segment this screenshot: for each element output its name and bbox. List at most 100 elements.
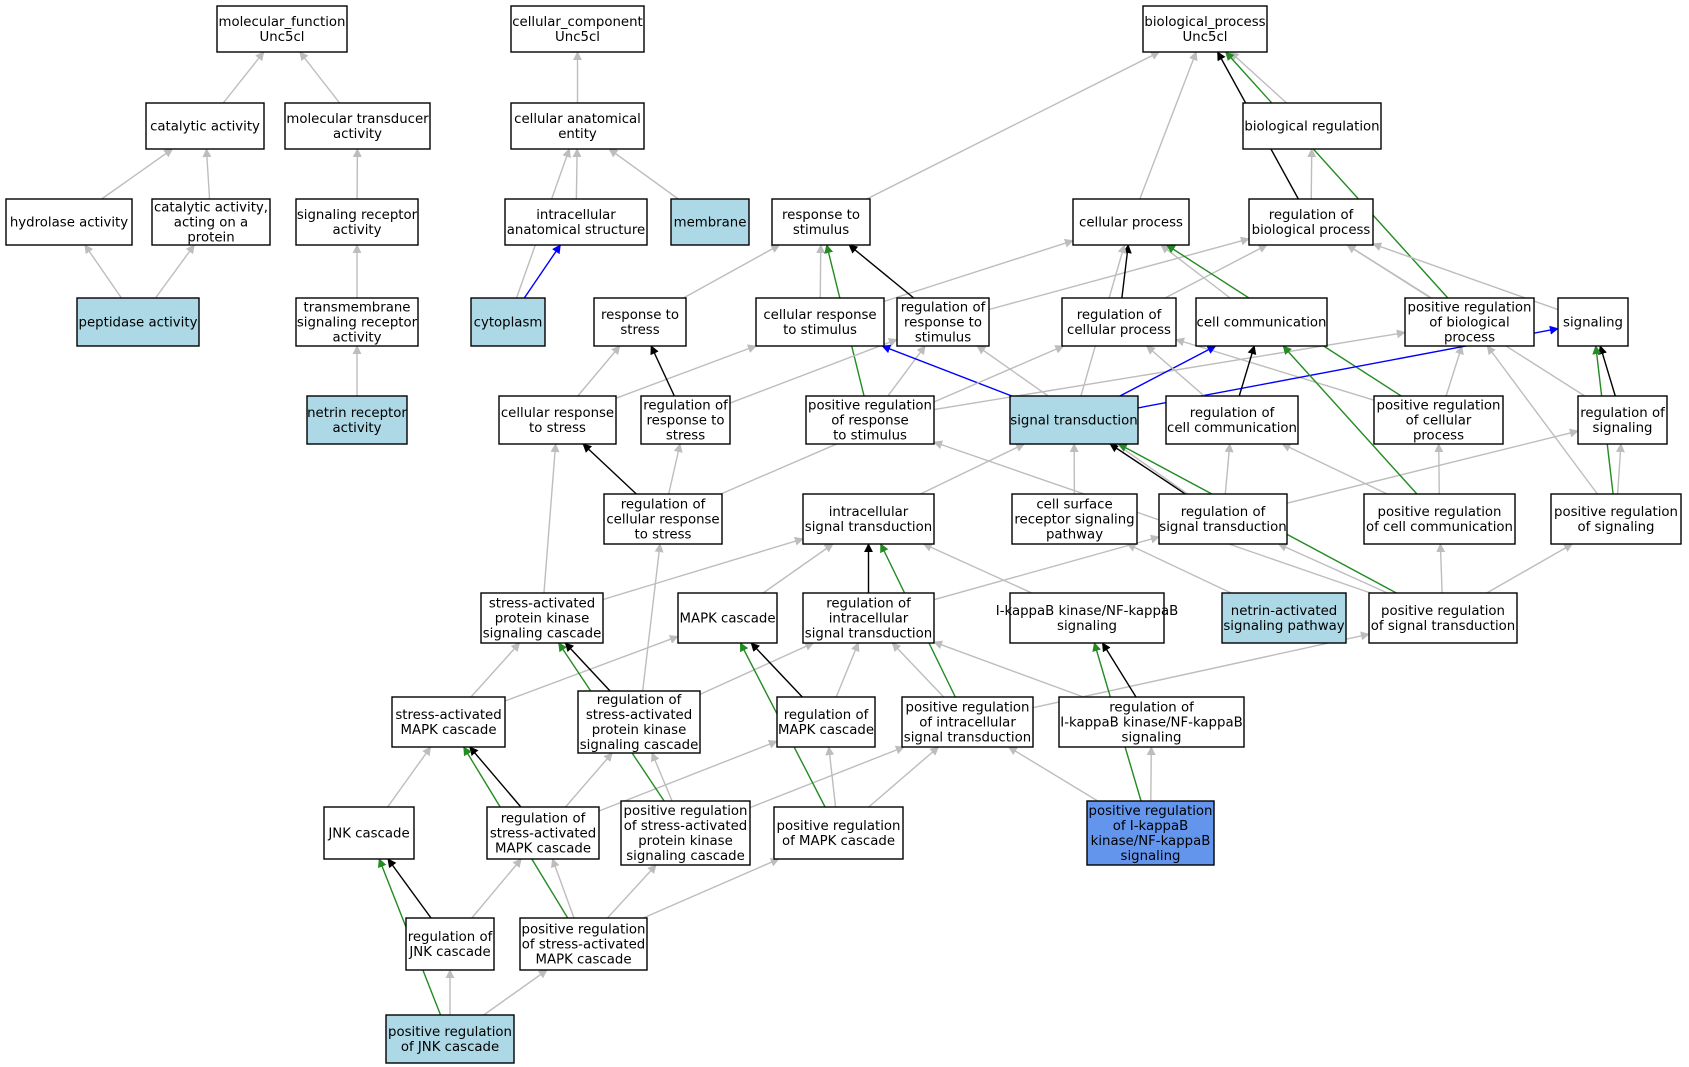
go-term-node-bioreg[interactable]: biological regulation <box>1242 102 1382 150</box>
node-box <box>603 493 723 545</box>
go-term-node-membrane[interactable]: membrane <box>670 198 750 246</box>
node-label-line: cytoplasm <box>474 316 543 331</box>
node-label-line: membrane <box>674 216 747 231</box>
node-box <box>1242 102 1382 150</box>
node-label-line: netrin receptor <box>307 406 407 421</box>
edge-regulates-regrespstress-to-respstress <box>650 345 675 397</box>
edge-is-a-posregsapk-to-regsapk <box>650 752 673 802</box>
node-box <box>896 297 990 347</box>
node-label-line: regulation of <box>408 930 493 945</box>
node-label-line: kinase/NF-kappaB <box>1091 834 1211 849</box>
node-label-line: to stress <box>529 421 586 436</box>
go-term-node-cat[interactable]: catalytic activity <box>145 102 265 150</box>
go-term-node-signaling[interactable]: signaling <box>1557 297 1629 347</box>
edge-is-a-samapk-to-sapk <box>470 642 521 698</box>
go-term-node-mapk[interactable]: MAPK cascade <box>677 592 778 644</box>
node-box <box>1072 198 1190 246</box>
edge-is-a-catprot-to-cat <box>202 148 212 200</box>
go-term-node-sigtrans[interactable]: signal transduction <box>1009 395 1139 445</box>
edge-is-a-regcellcomm-to-regcellproc <box>1145 345 1205 397</box>
node-label-line: regulation of <box>1190 406 1275 421</box>
node-label-line: catalytic activity <box>150 120 260 135</box>
node-label-line: of cellular <box>1406 414 1472 429</box>
node-label-line: signaling <box>1563 316 1623 331</box>
go-term-node-regikk[interactable]: regulation ofI-kappaB kinase/NF-kappaBsi… <box>1058 696 1245 748</box>
node-label-line: cellular response <box>763 308 876 323</box>
node-box <box>901 696 1034 748</box>
node-label-line: cellular process <box>1079 216 1183 231</box>
edge-is-a-mapk-to-intrasig <box>762 543 834 594</box>
node-label-line: receptor signaling <box>1014 513 1134 528</box>
node-box <box>1058 696 1245 748</box>
node-box <box>1011 493 1138 545</box>
node-label-line: stimulus <box>793 223 849 238</box>
edge-regulates-regcellrespstress-to-cellrespstress <box>582 443 637 495</box>
node-label-line: of I-kappaB <box>1113 819 1189 834</box>
node-label-line: molecular_function <box>219 15 346 30</box>
go-term-node-cellcomm[interactable]: cell communication <box>1195 297 1328 347</box>
edge-is-a-ikk-to-intrasig <box>922 543 1033 594</box>
node-label-line: positive regulation <box>808 399 932 414</box>
node-label-line: positive regulation <box>1381 604 1505 619</box>
node-box <box>480 592 604 644</box>
edge-is-a-posregcellproc-to-posregbio <box>1445 345 1464 397</box>
go-term-node-cytoplasm[interactable]: cytoplasm <box>470 297 546 347</box>
go-term-node-hydro[interactable]: hydrolase activity <box>5 198 133 246</box>
node-label-line: Unc5cl <box>260 30 305 45</box>
go-term-node-cellproc[interactable]: cellular process <box>1072 198 1190 246</box>
node-label-line: positive regulation <box>1408 301 1532 316</box>
node-label-line: signaling cascade <box>483 627 602 642</box>
go-term-node-peptidase[interactable]: peptidase activity <box>76 297 200 347</box>
node-box <box>323 806 415 860</box>
node-label-line: JNK cascade <box>408 945 490 960</box>
node-label-line: Unc5cl <box>555 30 600 45</box>
go-term-node-jnk[interactable]: JNK cascade <box>323 806 415 860</box>
edge-is-a-respstress-to-respstim <box>683 244 781 299</box>
